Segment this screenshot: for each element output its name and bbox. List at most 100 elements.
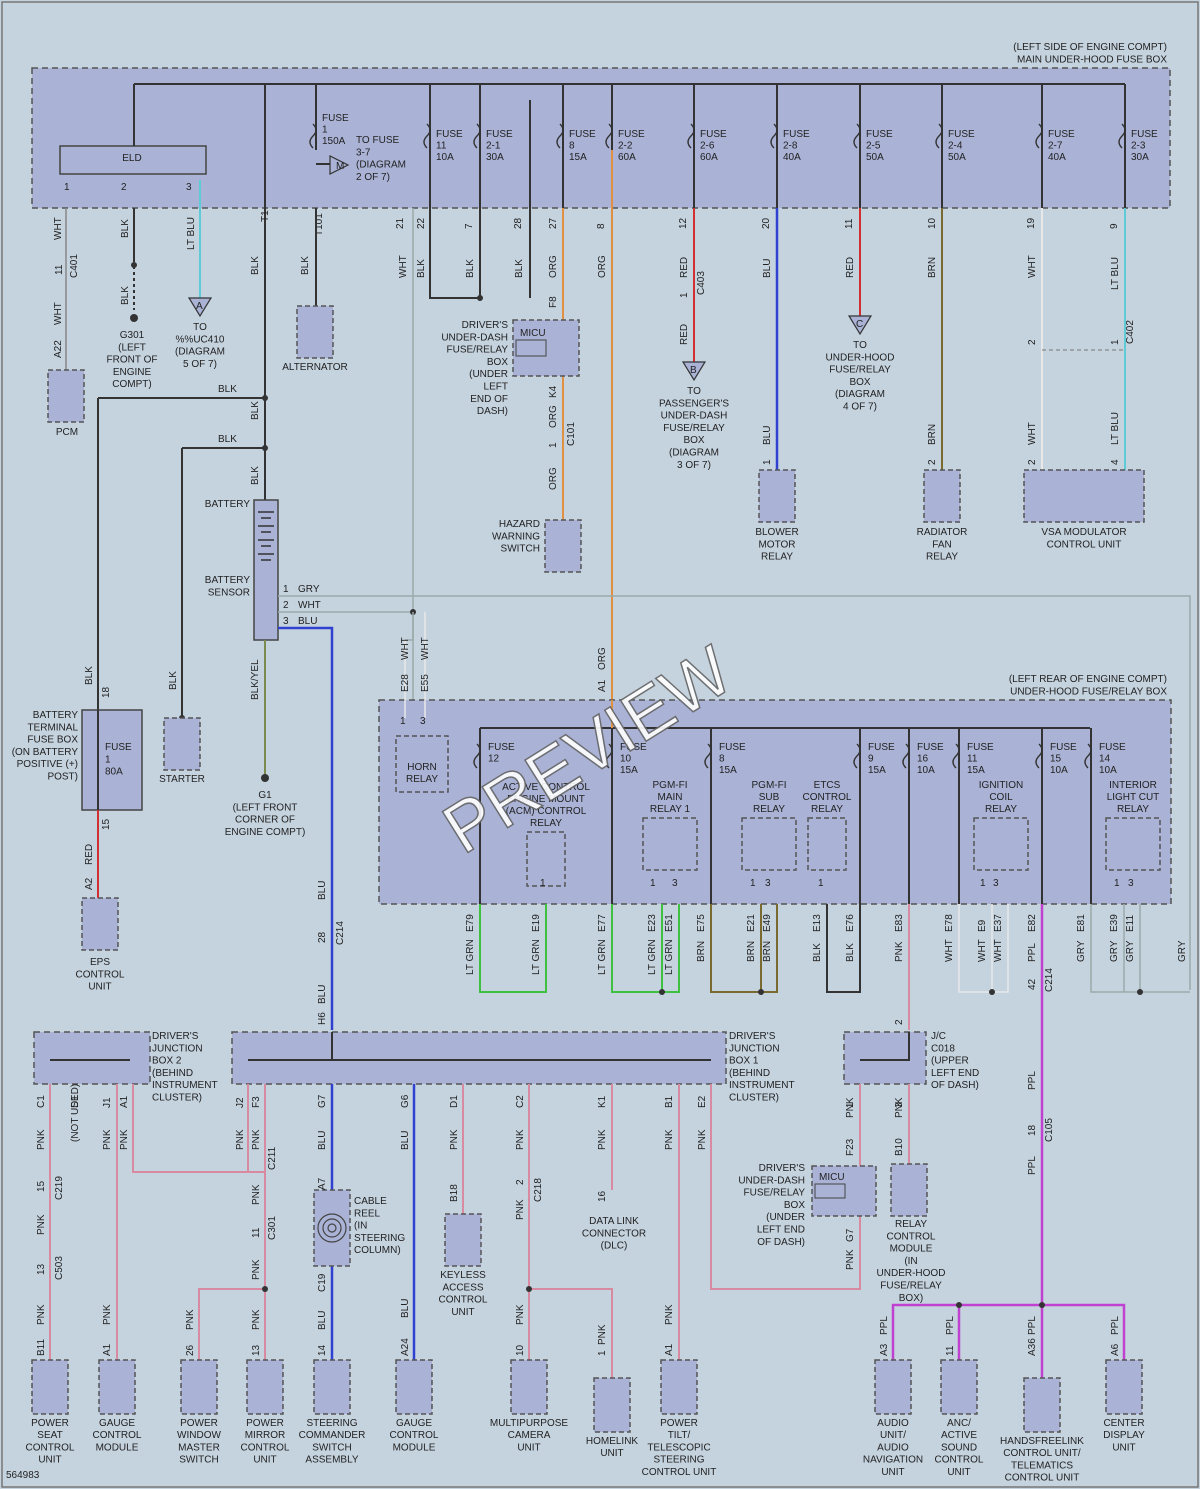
fuse-icon bbox=[605, 123, 613, 149]
micu-label-2: MICU bbox=[819, 1172, 845, 1183]
pin-f23: F23 bbox=[845, 1138, 856, 1156]
pin-e23: E23 bbox=[647, 914, 658, 932]
connector-m-triangle bbox=[329, 155, 350, 175]
starter-label: STARTER bbox=[159, 774, 205, 785]
conn-c214-b: C214 bbox=[1044, 968, 1055, 992]
pin-c1: C1 bbox=[36, 1095, 47, 1108]
bottom-component-box bbox=[510, 1359, 548, 1415]
wire-blu-sensor: BLU bbox=[298, 616, 317, 627]
wire-blu-djb1-2: BLU bbox=[317, 985, 328, 1004]
wire-starter-blk-label: BLK bbox=[218, 434, 237, 445]
wire-wht-vsa-2: WHT bbox=[1027, 422, 1038, 445]
blu-sensor-wire bbox=[278, 626, 334, 1030]
splice-pnk-1 bbox=[262, 1286, 268, 1292]
wire-brn-e21: BRN bbox=[746, 941, 757, 962]
int-pin-3: 3 bbox=[1128, 878, 1134, 889]
brn-loop bbox=[710, 904, 778, 993]
pgm-main-pin-1: 1 bbox=[650, 878, 656, 889]
horn-pin-1: 1 bbox=[400, 716, 406, 727]
pin-g7-b: G7 bbox=[845, 1228, 856, 1242]
connector-c-label: C bbox=[856, 319, 863, 330]
drivers-junction-box-2 bbox=[33, 1031, 151, 1085]
wire-blk-28: BLK bbox=[514, 259, 525, 278]
eld-pin-2: 2 bbox=[121, 182, 127, 193]
pin-e2: E2 bbox=[697, 1095, 708, 1108]
bottom-pin-label: A3 bbox=[879, 1343, 890, 1356]
micu-box-2 bbox=[814, 1183, 846, 1199]
wire-bl-1: PNK bbox=[36, 1214, 47, 1235]
wire-org-3: ORG bbox=[548, 467, 559, 490]
wire-batt-blk-1: BLK bbox=[250, 256, 261, 275]
wire-starter-blk: BLK bbox=[168, 671, 179, 690]
bottom-component-box bbox=[395, 1359, 433, 1415]
pin-a1-b: A1 bbox=[119, 1095, 130, 1108]
connector-b-label: B bbox=[690, 365, 697, 376]
pin-e76: E76 bbox=[845, 914, 856, 932]
wire-org-long: ORG bbox=[597, 255, 608, 278]
pin-e79: E79 bbox=[465, 914, 476, 932]
ppl-distribution bbox=[891, 1303, 1126, 1378]
fuse-icon bbox=[1035, 123, 1043, 149]
g301-splice bbox=[131, 262, 137, 268]
fuse-icon bbox=[704, 743, 712, 769]
bottom-component-box bbox=[246, 1359, 284, 1415]
wire-blu-djb1-1: BLU bbox=[317, 881, 328, 900]
wht-loop bbox=[958, 904, 1009, 993]
pnk-window bbox=[198, 1288, 265, 1360]
gry-sensor-wire bbox=[278, 595, 1191, 990]
horn-wht-link bbox=[405, 612, 414, 641]
pin-k1: K1 bbox=[597, 1095, 608, 1108]
pin-d1-a: D1 bbox=[70, 1095, 81, 1108]
pin-d1-b: D1 bbox=[449, 1095, 460, 1108]
pin-jc-3: 3 bbox=[894, 1102, 905, 1108]
wire-ltgrn-e79: LT GRN bbox=[465, 939, 476, 975]
pin-f3: F3 bbox=[251, 1096, 262, 1108]
splice-2 bbox=[262, 445, 268, 451]
fuse-icon bbox=[935, 123, 943, 149]
not-used-label: (NOT USED) bbox=[70, 1084, 81, 1142]
battery-label: BATTERY bbox=[205, 499, 251, 510]
int-pin-1: 1 bbox=[1114, 878, 1120, 889]
splice-ppl-1 bbox=[956, 1302, 962, 1308]
wire-bl-28: PPL bbox=[1027, 1071, 1038, 1090]
splice-ppl-2 bbox=[1039, 1302, 1045, 1308]
eld-pin-1: 1 bbox=[64, 182, 70, 193]
connector-m-label: M bbox=[336, 161, 344, 172]
pnk-a1-link bbox=[132, 1084, 265, 1173]
starter-box bbox=[163, 717, 201, 771]
wire-ppl-e82: PPL bbox=[1027, 943, 1038, 962]
bottom-pin-label: 13 bbox=[251, 1344, 262, 1356]
bottom-pin-label: A1 bbox=[664, 1343, 675, 1356]
bottom-component-box bbox=[1023, 1377, 1061, 1433]
wire-horn-wht-1: WHT bbox=[400, 637, 411, 660]
pin-btfb-18: 18 bbox=[101, 686, 112, 698]
main-fuse-drops bbox=[309, 84, 1126, 208]
pin-k4: K4 bbox=[548, 385, 559, 398]
conn-c101: C101 bbox=[566, 422, 577, 446]
fuse-icon bbox=[423, 123, 431, 149]
pin-7: 7 bbox=[464, 223, 475, 229]
bottom-component-box bbox=[593, 1377, 631, 1433]
pin-e51: E51 bbox=[664, 914, 675, 932]
pin-vsa-1: 1 bbox=[1110, 339, 1121, 345]
bottom-pin-label: 26 bbox=[185, 1344, 196, 1356]
